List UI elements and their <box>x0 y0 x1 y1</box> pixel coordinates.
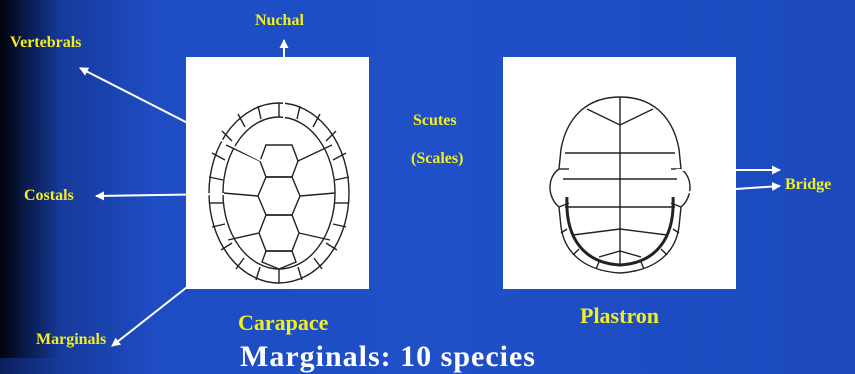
scutes-label: Scutes <box>413 112 457 130</box>
marginals-label: Marginals <box>36 331 106 349</box>
scales-label: (Scales) <box>411 150 463 168</box>
costals-arrow <box>96 194 224 196</box>
costals-label: Costals <box>24 187 74 205</box>
vertebrals-arrow <box>80 68 264 162</box>
bottom-caption: Marginals: 10 species <box>240 340 536 374</box>
pointer-arrows <box>0 0 855 358</box>
carapace-label: Carapace <box>238 310 328 336</box>
vertebrals-label: Vertebrals <box>10 34 81 52</box>
plastron-label: Plastron <box>580 303 659 329</box>
bridge-arrow-lower <box>678 186 780 193</box>
bridge-label: Bridge <box>785 176 831 194</box>
marginals-arrow <box>112 258 224 346</box>
nuchal-label: Nuchal <box>255 12 304 30</box>
